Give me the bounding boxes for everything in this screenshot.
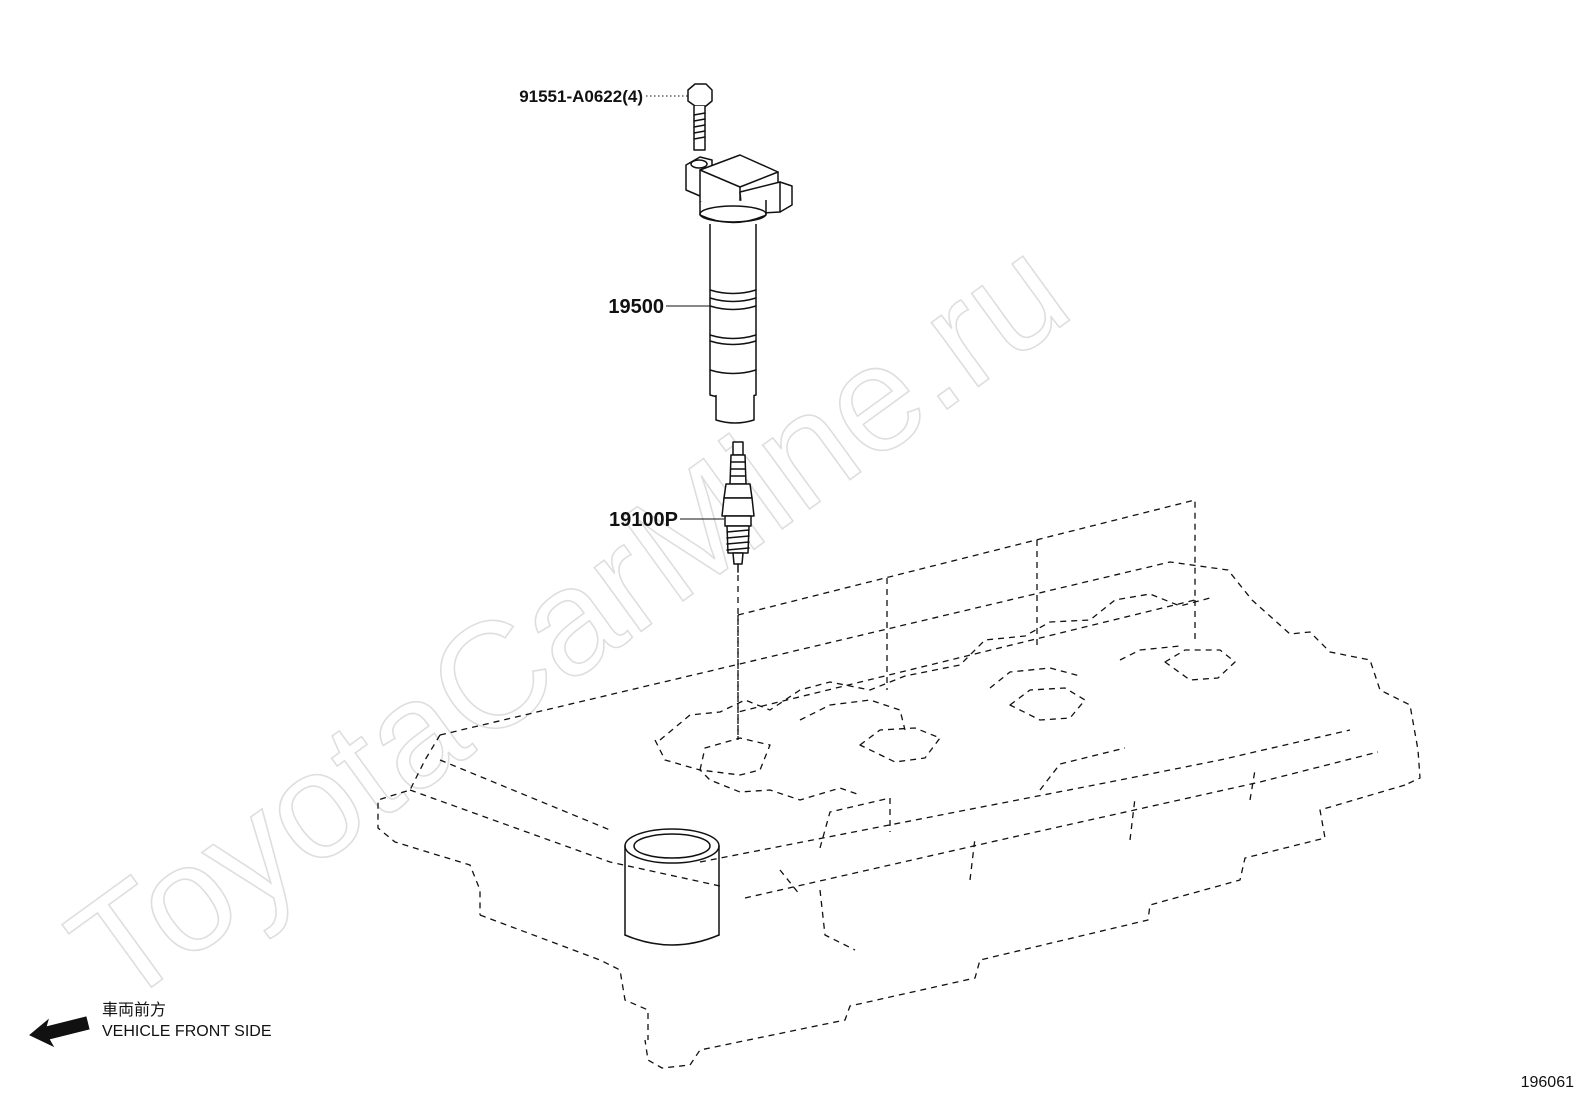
- front-side-indicator: 車両前方 VEHICLE FRONT SIDE: [29, 1001, 272, 1048]
- spark-plug-part: [721, 441, 755, 573]
- front-arrow-icon: [29, 1016, 90, 1048]
- cylinder-head-cover: [377, 499, 1421, 1069]
- bolt-part-number: 91551-A0622(4): [519, 87, 643, 106]
- figure-number: 196061: [1521, 1074, 1574, 1091]
- watermark: ToyotaCarMine.ru: [40, 204, 1096, 1036]
- front-side-label-jp: 車両前方: [102, 1001, 166, 1019]
- ignition-coil-part: [685, 154, 793, 424]
- front-side-label-en: VEHICLE FRONT SIDE: [102, 1023, 272, 1040]
- bolt-part: [687, 83, 713, 151]
- spark-plug-part-number: 19100P: [609, 509, 678, 531]
- ignition-coil-part-number: 19500: [608, 296, 664, 318]
- oil-filler-neck: [624, 828, 720, 946]
